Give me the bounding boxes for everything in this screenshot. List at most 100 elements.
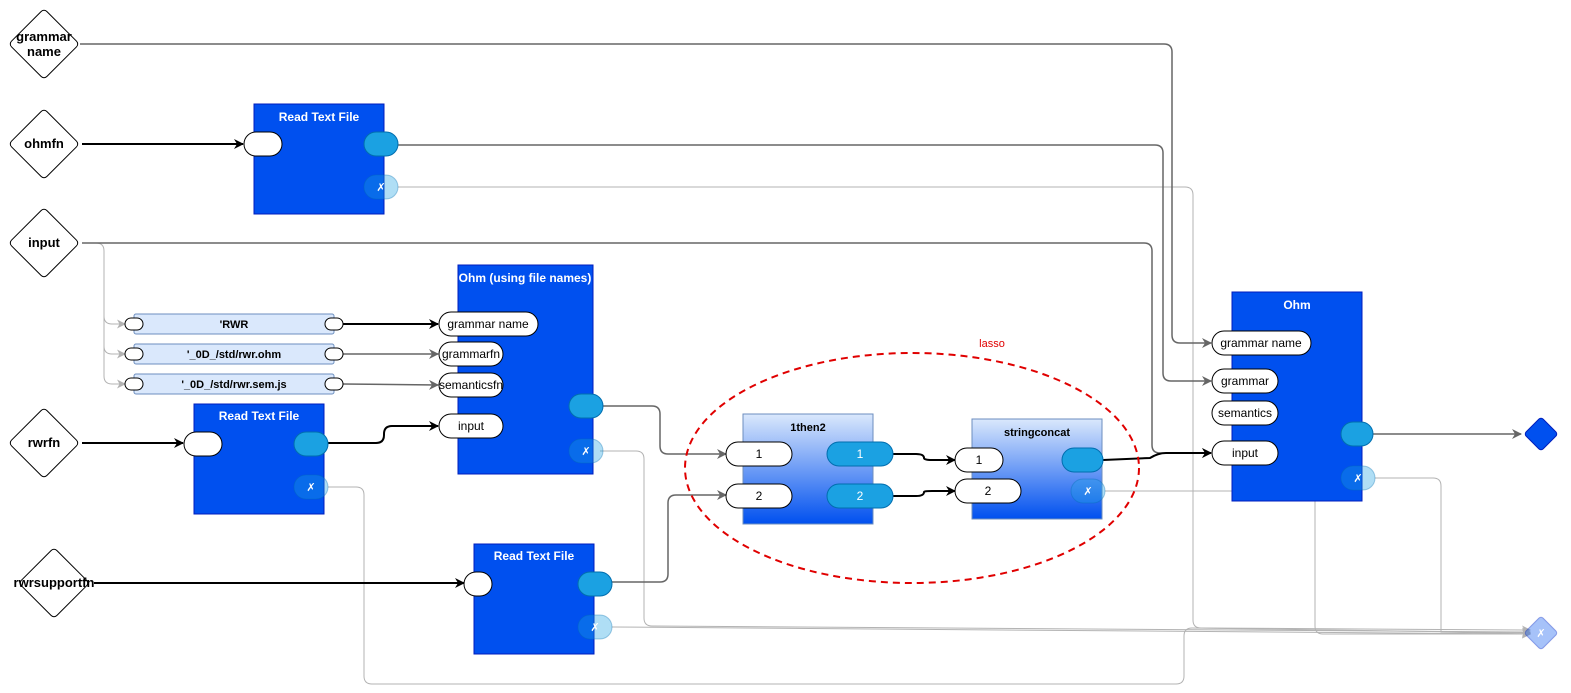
input-grammar-name-label-2: name — [27, 44, 61, 59]
read-text-file-2-title: Read Text File — [219, 409, 300, 423]
one-then-two-input-1[interactable] — [725, 441, 793, 467]
ohm-files-port-grammar-name[interactable] — [438, 311, 539, 337]
ohm-files-port-grammarfn-label: grammarfn — [442, 347, 500, 361]
wire-1then2-out1-to-concat1[interactable] — [893, 453, 956, 465]
read-text-file-1-error-icon: ✗ — [376, 182, 385, 194]
read-text-file-3-error-port[interactable] — [577, 614, 613, 640]
read-text-file-1-input-port[interactable] — [243, 131, 283, 157]
one-then-two[interactable]: 1then2 1 2 1 2 — [725, 413, 894, 525]
stringconcat[interactable]: stringconcat 1 2 ✗ — [954, 418, 1106, 520]
ohm-using-file-names-title: Ohm (using file names) — [459, 271, 592, 285]
read-text-file-2-input-port[interactable] — [183, 431, 223, 457]
ohm-error-port[interactable] — [1340, 465, 1376, 491]
read-text-file-3-error-icon: ✗ — [590, 622, 599, 634]
lasso-ellipse[interactable] — [684, 352, 1140, 584]
wire-readfile3-to-1then2[interactable] — [612, 490, 727, 583]
constant-sem-path-in-port[interactable] — [124, 377, 144, 391]
read-text-file-3-title: Read Text File — [494, 549, 575, 563]
constant-ohm-path-out-port[interactable] — [324, 347, 344, 361]
output-error-icon: ✗ — [1536, 628, 1545, 640]
wire-1then2-out2-to-concat2[interactable] — [893, 486, 956, 497]
read-text-file-1-error-port[interactable] — [363, 174, 399, 200]
one-then-two-input-2-label: 2 — [756, 489, 763, 503]
read-text-file-3[interactable]: Read Text File ✗ — [463, 543, 613, 655]
input-input-label: input — [28, 235, 60, 250]
ohm-port-grammar-name-label: grammar name — [1220, 336, 1302, 350]
ohm-files-output-port[interactable] — [568, 393, 604, 419]
ohm-port-grammar[interactable] — [1211, 368, 1279, 394]
one-then-two-title: 1then2 — [790, 422, 825, 434]
stringconcat-error-port[interactable] — [1070, 478, 1106, 504]
read-text-file-3-input-port[interactable] — [463, 571, 493, 597]
read-text-file-2-error-icon: ✗ — [306, 482, 315, 494]
constant-sem-path-out-port[interactable] — [324, 377, 344, 391]
wire-grammarname-to-ohm[interactable] — [80, 43, 1212, 348]
stringconcat-input-1-label: 1 — [976, 453, 983, 467]
one-then-two-output-2[interactable] — [826, 483, 894, 509]
wire-readfile1-to-ohm-grammar[interactable] — [398, 144, 1212, 386]
ohm[interactable]: Ohm grammar name grammar semantics input… — [1211, 291, 1376, 502]
input-input[interactable]: input — [9, 208, 80, 279]
wire-readfile2-to-ohmfiles-input[interactable] — [328, 421, 439, 444]
lasso-group: lasso — [684, 338, 1140, 584]
input-grammar-name-label-1: grammar — [16, 29, 72, 44]
wires — [80, 43, 1531, 685]
input-rwrfn[interactable]: rwrfn — [9, 408, 80, 479]
stringconcat-output-port[interactable] — [1061, 447, 1104, 473]
one-then-two-output-1[interactable] — [826, 441, 894, 467]
stringconcat-input-1[interactable] — [954, 447, 1004, 473]
constant-rwr-out-port[interactable] — [324, 317, 344, 331]
ohm-files-port-input[interactable] — [438, 413, 504, 439]
input-rwrsupportfn-label: rwrsupportfn — [14, 575, 95, 590]
wire-const-sem-to-semanticsfn[interactable] — [342, 379, 439, 390]
ohm-port-semantics[interactable] — [1211, 400, 1279, 426]
output-result[interactable] — [1524, 417, 1558, 451]
constant-ohm-path[interactable]: '_0D_/std/rwr.ohm — [124, 343, 344, 365]
output-error[interactable]: ✗ — [1524, 616, 1558, 650]
ohm-output-port[interactable] — [1340, 421, 1374, 447]
read-text-file-2-error-port[interactable] — [293, 474, 329, 500]
constant-ohm-path-in-port[interactable] — [124, 347, 144, 361]
read-text-file-1[interactable]: Read Text File ✗ — [243, 103, 399, 215]
input-grammar-name[interactable]: grammar name — [9, 9, 80, 80]
wire-readfile3-error[interactable] — [611, 626, 1531, 639]
read-text-file-1-output-port[interactable] — [363, 131, 399, 157]
wire-ohm-error[interactable] — [1375, 477, 1531, 639]
one-then-two-input-2[interactable] — [725, 483, 793, 509]
constant-rwr-in-port[interactable] — [124, 317, 144, 331]
stringconcat-error-icon: ✗ — [1083, 486, 1092, 498]
constant-sem-path[interactable]: '_0D_/std/rwr.sem.js — [124, 373, 344, 395]
wire-input-to-const-rwr[interactable] — [82, 242, 126, 329]
one-then-two-output-1-label: 1 — [857, 447, 864, 461]
ohm-files-error-port[interactable] — [568, 438, 604, 464]
ohm-files-port-semanticsfn[interactable] — [438, 372, 504, 398]
read-text-file-3-output-port[interactable] — [577, 571, 613, 597]
ohm-using-file-names[interactable]: Ohm (using file names) grammar name gram… — [438, 264, 604, 475]
ohm-files-error-icon: ✗ — [581, 446, 590, 458]
input-ohmfn-label: ohmfn — [24, 136, 64, 151]
wire-ohmfiles-error[interactable] — [600, 450, 1531, 637]
ohm-error-icon: ✗ — [1353, 473, 1362, 485]
wire-concat-error[interactable] — [1105, 490, 1531, 639]
wire-readfile1-error[interactable] — [398, 186, 1531, 635]
stringconcat-input-2[interactable] — [954, 478, 1022, 504]
ohm-port-semantics-label: semantics — [1218, 406, 1272, 420]
ohm-port-input[interactable] — [1211, 440, 1279, 466]
wire-concat-to-ohm-input[interactable] — [1102, 448, 1212, 461]
constant-rwr[interactable]: 'RWR — [124, 313, 344, 335]
input-rwrsupportfn[interactable]: rwrsupportfn — [14, 548, 95, 619]
wire-input-to-ohm-input[interactable] — [82, 242, 1212, 458]
wire-input-to-const-sem[interactable] — [103, 346, 126, 389]
read-text-file-2-output-port[interactable] — [293, 431, 329, 457]
ohm-files-port-grammarfn[interactable] — [438, 341, 504, 367]
lasso-label: lasso — [979, 338, 1005, 350]
input-rwrfn-label: rwrfn — [28, 435, 61, 450]
stringconcat-title: stringconcat — [1004, 427, 1070, 439]
ohm-port-input-label: input — [1232, 446, 1259, 460]
read-text-file-2[interactable]: Read Text File ✗ — [183, 403, 329, 515]
one-then-two-output-2-label: 2 — [857, 489, 864, 503]
input-ohmfn[interactable]: ohmfn — [9, 109, 80, 180]
wire-input-to-const-ohm[interactable] — [103, 316, 126, 359]
wire-ohmfiles-to-1then2[interactable] — [602, 405, 727, 459]
ohm-port-grammar-name[interactable] — [1211, 330, 1312, 356]
